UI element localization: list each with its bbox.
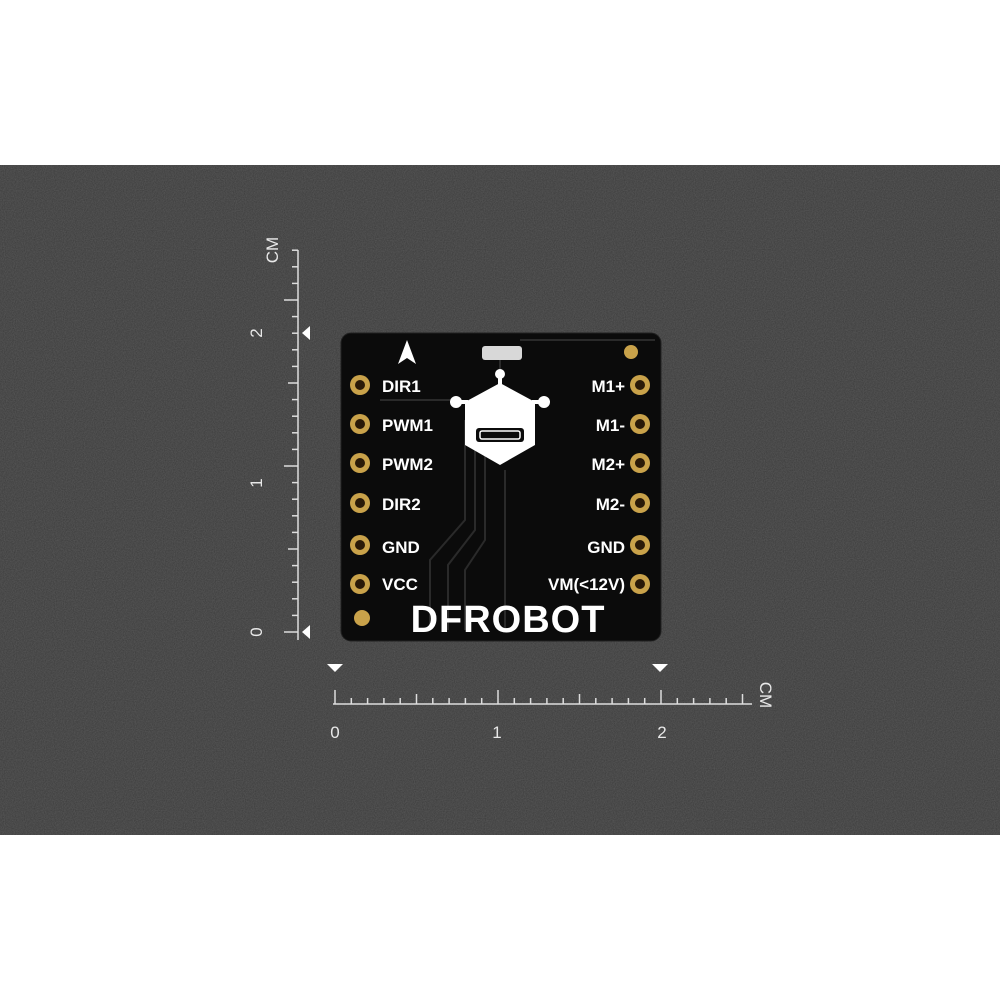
brand-logo: DFROBOT [411,599,606,641]
pin-hole [635,380,645,390]
pin-hole [355,579,365,589]
led [482,346,522,360]
pin-label-pwm1: PWM1 [382,416,433,435]
horizontal-marker-right [652,664,668,672]
pin-hole [635,419,645,429]
horizontal-marker-left [327,664,343,672]
left-pin-labels: DIR1 PWM1 PWM2 DIR2 GND VCC [382,377,433,594]
dfrobot-mascot-logo [450,369,550,465]
pin-hole [355,540,365,550]
pin-hole [355,419,365,429]
vertical-ruler [284,249,299,640]
pin-hole [355,458,365,468]
pin-hole [635,579,645,589]
vertical-ruler-unit: CM [263,237,282,263]
pin-hole [635,458,645,468]
pin-label-m1-plus: M1+ [591,377,625,396]
pin-label-vm: VM(<12V) [548,575,625,594]
vertical-ruler-label: 0 [247,627,266,636]
pin-label-vcc: VCC [382,575,418,594]
pin-label-m1-minus: M1- [596,416,625,435]
vertical-marker-bottom [302,625,310,639]
horizontal-ruler-unit: CM [756,682,775,708]
pin-label-m2-minus: M2- [596,495,625,514]
pin-hole [355,498,365,508]
pin-label-gnd-right: GND [587,538,625,557]
pin-hole [635,498,645,508]
pin-label-pwm2: PWM2 [382,455,433,474]
motor-driver-board: DIR1 PWM1 PWM2 DIR2 GND VCC M1+ M1- M2+ … [340,332,662,642]
direction-arrow-icon [398,340,416,364]
pin-label-gnd: GND [382,538,420,557]
pin-hole [635,540,645,550]
vertical-ruler-label: 1 [247,478,266,487]
right-pin-labels: M1+ M1- M2+ M2- GND VM(<12V) [548,377,625,594]
pin-label-dir2: DIR2 [382,495,421,514]
horizontal-ruler [333,690,752,705]
pin-label-dir1: DIR1 [382,377,421,396]
pin-hole [355,380,365,390]
pin-label-m2-plus: M2+ [591,455,625,474]
pin-pad [624,345,638,359]
pin-pad [354,610,370,626]
vertical-ruler-label: 2 [247,328,266,337]
horizontal-ruler-label: 1 [492,723,501,742]
horizontal-ruler-label: 2 [657,723,666,742]
horizontal-ruler-label: 0 [330,723,339,742]
vertical-marker-top [302,326,310,340]
